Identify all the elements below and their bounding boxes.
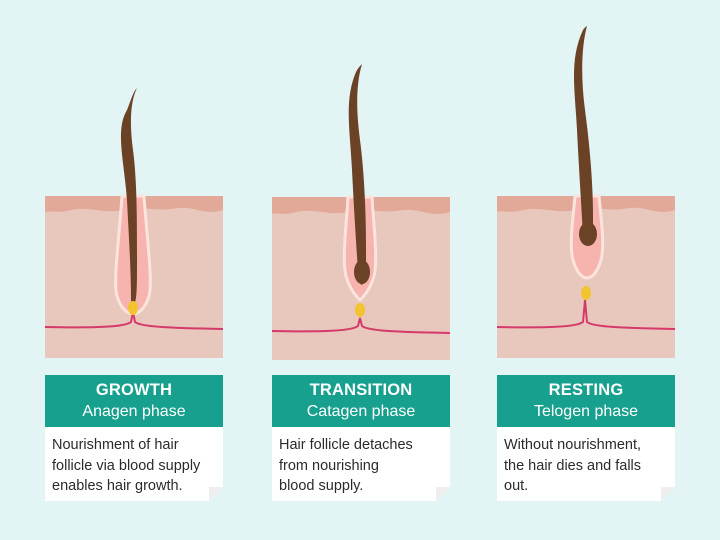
papilla — [355, 303, 365, 317]
resting-title: RESTING — [548, 381, 624, 399]
blood-vessel — [272, 317, 450, 334]
corner-fold-icon — [661, 487, 675, 501]
transition-follicle-illustration — [272, 64, 450, 360]
transition-title: TRANSITION — [309, 381, 413, 399]
growth-subtitle: Anagen phase — [82, 403, 186, 420]
growth-description: Nourishment of hair follicle via blood s… — [52, 437, 201, 494]
resting-title-box: RESTING Telogen phase — [497, 375, 675, 427]
growth-follicle-illustration — [45, 88, 223, 358]
transition-title-box: TRANSITION Catagen phase — [272, 375, 450, 427]
transition-description: Hair follicle detaches from nourishing b… — [279, 437, 413, 494]
corner-fold-icon — [436, 487, 450, 501]
papilla — [581, 286, 591, 300]
papilla — [128, 301, 138, 315]
hair-strand — [348, 64, 366, 285]
blood-vessel — [497, 299, 675, 330]
transition-subtitle: Catagen phase — [306, 403, 416, 420]
phase-resting: RESTING Telogen phase Without nourishmen… — [497, 0, 675, 540]
hair-strand — [120, 88, 137, 305]
growth-title-box: GROWTH Anagen phase — [45, 375, 223, 427]
corner-fold-icon — [209, 487, 223, 501]
phase-transition: TRANSITION Catagen phase Hair follicle d… — [272, 0, 450, 540]
hair-bulb — [579, 222, 597, 246]
phase-growth: GROWTH Anagen phase Nourishment of hair … — [45, 0, 223, 540]
transition-description-box: Hair follicle detaches from nourishing b… — [272, 427, 450, 501]
resting-follicle-illustration — [497, 26, 675, 358]
hair-bulb — [354, 260, 370, 284]
growth-description-box: Nourishment of hair follicle via blood s… — [45, 427, 223, 501]
resting-description: Without nourishment, the hair dies and f… — [504, 437, 642, 494]
hair-strand — [574, 26, 593, 246]
growth-title: GROWTH — [95, 381, 173, 399]
resting-subtitle: Telogen phase — [533, 403, 639, 420]
resting-description-box: Without nourishment, the hair dies and f… — [497, 427, 675, 501]
